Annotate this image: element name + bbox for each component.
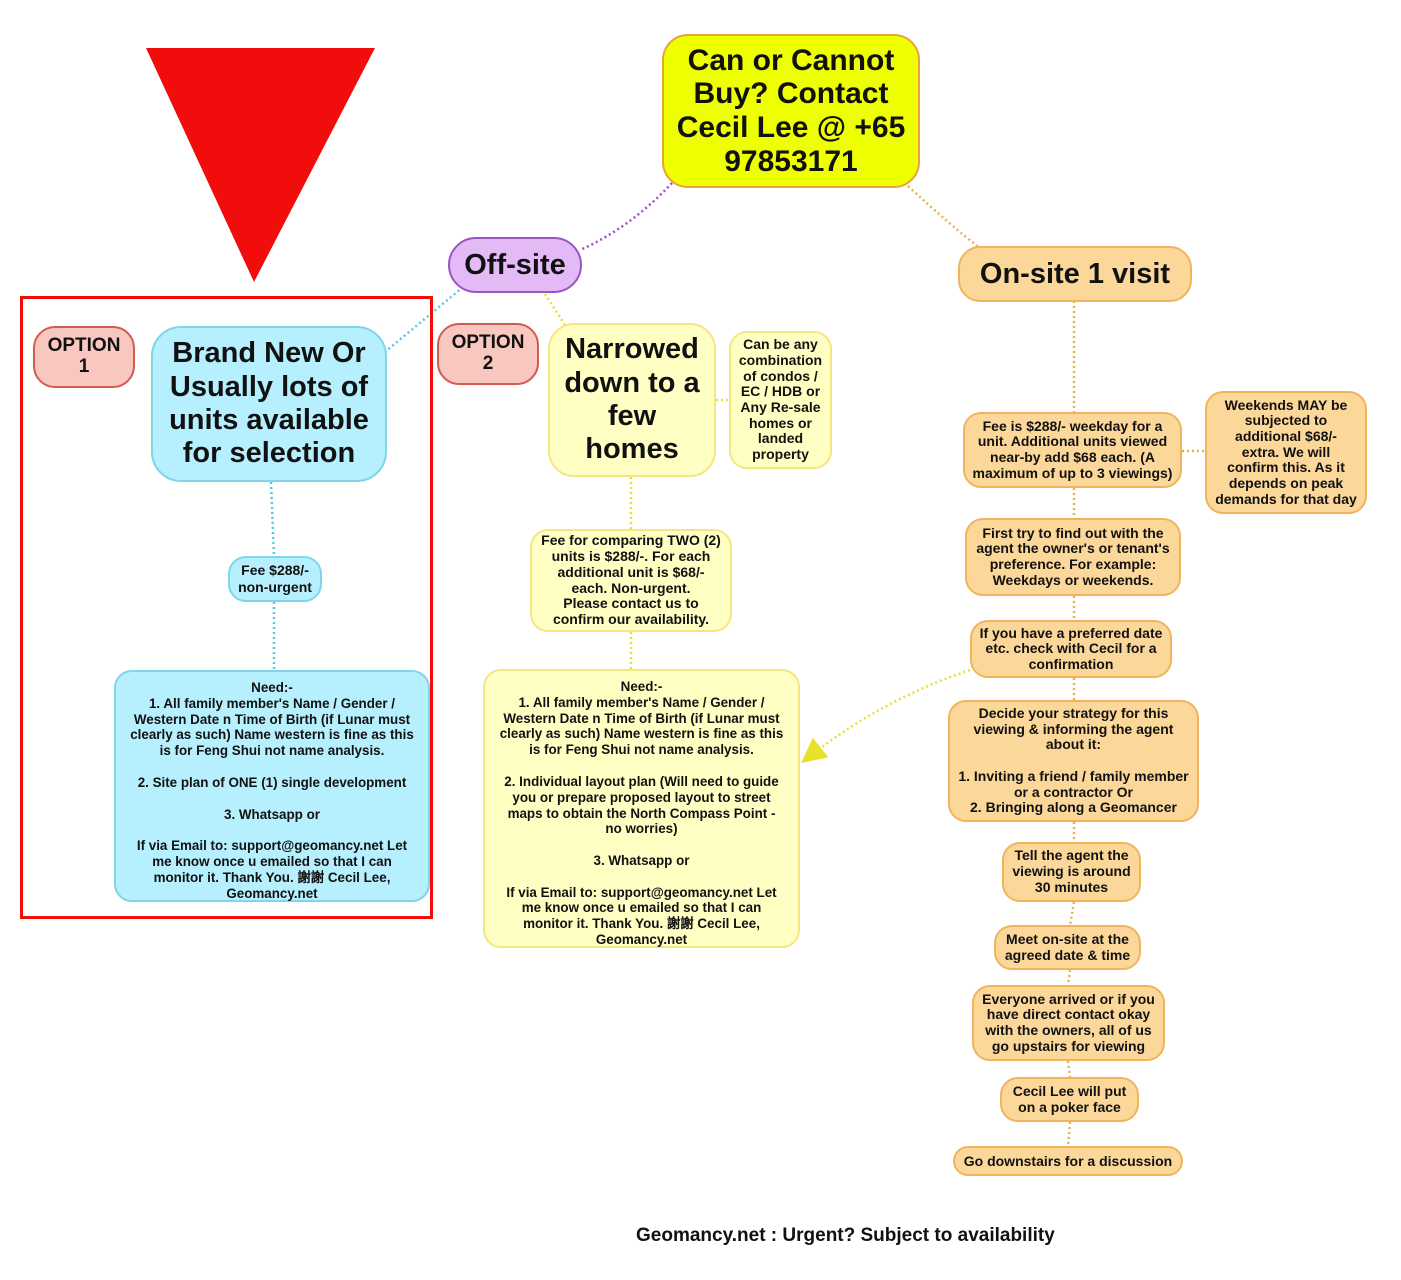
downstairs-node: Go downstairs for a discussion: [953, 1146, 1183, 1176]
brandnew-node: Brand New Or Usually lots of units avail…: [151, 326, 387, 482]
link-onsite-chain: [1066, 301, 1076, 1147]
fee-yellow-node: Fee for comparing TWO (2) units is $288/…: [530, 529, 732, 632]
red-triangle-icon: [146, 48, 375, 282]
meet-onsite-node: Meet on-site at the agreed date & time: [994, 925, 1141, 970]
link-offsite-narrowed: [543, 293, 567, 326]
link-offsite-brandnew: [384, 286, 464, 353]
onsite-node: On-site 1 visit: [958, 246, 1192, 302]
option1-badge: OPTION 1: [33, 326, 135, 388]
need-cyan-node: Need:- 1. All family member's Name / Gen…: [114, 670, 430, 902]
fee-cyan-node: Fee $288/- non-urgent: [228, 556, 322, 602]
tell-agent-node: Tell the agent the viewing is around 30 …: [1002, 842, 1141, 902]
first-try-node: First try to find out with the agent the…: [965, 518, 1181, 596]
root-node: Can or Cannot Buy? Contact Cecil Lee @ +…: [662, 34, 920, 188]
link-root-onsite: [907, 185, 981, 249]
footer-caption: Geomancy.net : Urgent? Subject to availa…: [636, 1225, 1055, 1246]
narrowed-node: Narrowed down to a few homes: [548, 323, 716, 477]
option1-highlight-frame: [20, 296, 433, 919]
option2-badge: OPTION 2: [437, 323, 539, 385]
everyone-arrived-node: Everyone arrived or if you have direct c…: [972, 985, 1165, 1061]
onsite-fee-node: Fee is $288/- weekday for a unit. Additi…: [963, 412, 1182, 488]
link-root-offsite: [579, 182, 673, 252]
link-preferred-need-arrow: [801, 668, 971, 764]
weekends-node: Weekends MAY be subjected to additional …: [1205, 391, 1367, 514]
link-brandnew-fee: [269, 481, 276, 557]
strategy-node: Decide your strategy for this viewing & …: [948, 700, 1199, 822]
preferred-date-node: If you have a preferred date etc. check …: [970, 620, 1172, 678]
combination-node: Can be any combination of condos / EC / …: [729, 331, 832, 469]
offsite-node: Off-site: [448, 237, 582, 293]
poker-face-node: Cecil Lee will put on a poker face: [1000, 1077, 1139, 1122]
need-yellow-node: Need:- 1. All family member's Name / Gen…: [483, 669, 800, 948]
